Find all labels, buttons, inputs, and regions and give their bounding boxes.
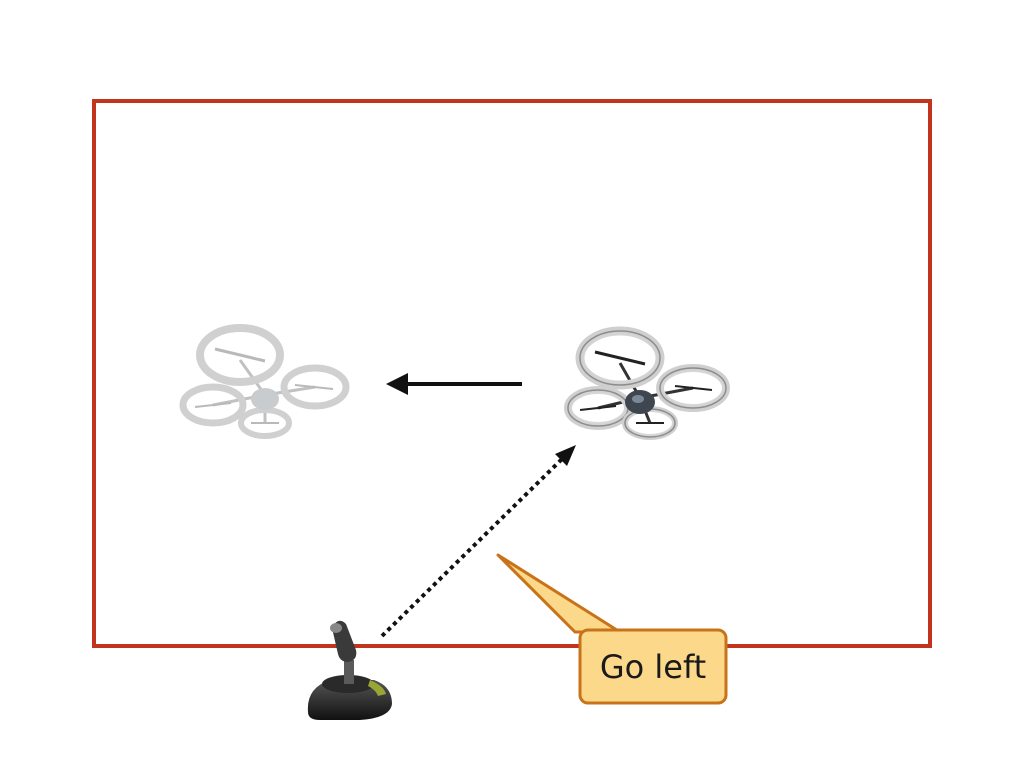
callout-pointer (496, 553, 622, 634)
command-signal-arrow (380, 445, 576, 638)
callout-box (578, 628, 728, 705)
flight-boundary (92, 99, 932, 648)
move-left-arrow (386, 373, 522, 395)
drone-current-icon (564, 326, 730, 440)
drone-target-ghost-icon (179, 324, 350, 439)
joystick-icon (307, 620, 392, 720)
